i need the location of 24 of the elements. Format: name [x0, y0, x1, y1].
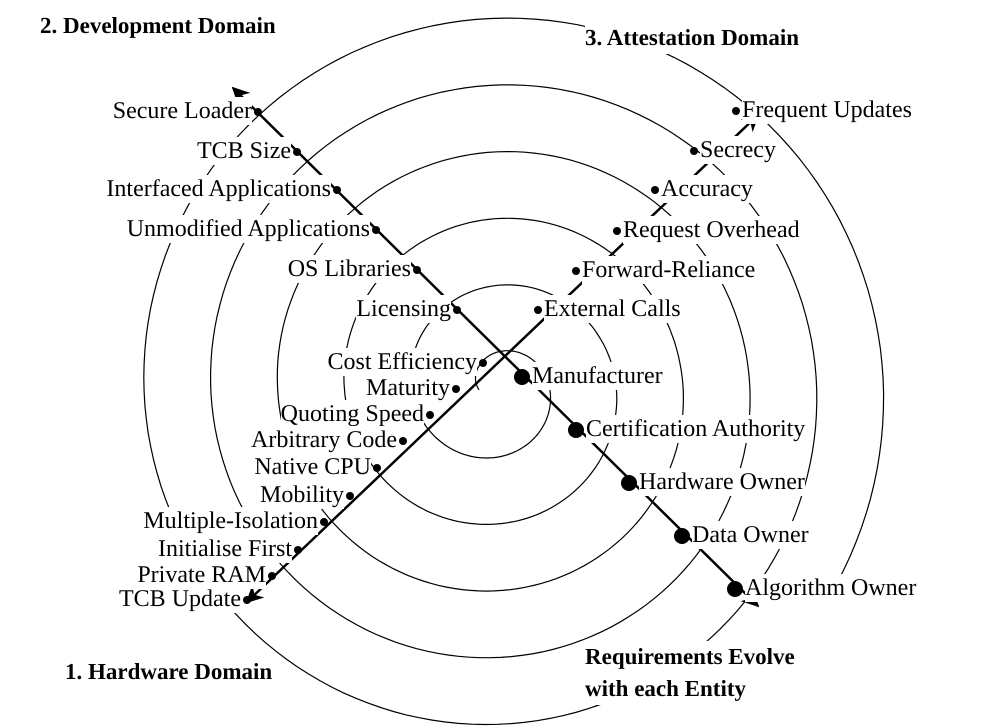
axis-label: External Calls [544, 295, 681, 323]
axis-label: Quoting Speed [280, 400, 424, 428]
axis-label: Accuracy [661, 175, 753, 203]
axis-label: Manufacturer [532, 362, 663, 390]
axis-label: Licensing [356, 295, 451, 323]
axis-label: Initialise First [158, 535, 292, 563]
axis-label: Interfaced Applications [106, 175, 331, 203]
axis-label: Secrecy [700, 136, 776, 164]
axis-label: Hardware Owner [639, 468, 805, 496]
axis-label: Mobility [260, 481, 344, 509]
axis-label: TCB Size [197, 137, 291, 165]
axis-label: Algorithm Owner [745, 574, 916, 602]
axis-label: Multiple-Isolation [143, 507, 318, 535]
axis-label: Arbitrary Code [251, 426, 397, 454]
axis-label: Data Owner [692, 521, 809, 549]
axis-label: Cost Efficiency [327, 348, 477, 376]
axis-label: Secure Loader [112, 97, 252, 125]
axis-label: OS Libraries [288, 255, 411, 283]
axis-label: Forward-Reliance [582, 256, 756, 284]
axis-label: Maturity [366, 374, 450, 402]
axis-label: Request Overhead [623, 216, 800, 244]
axis-label: Native CPU [254, 453, 371, 481]
axis-label: Unmodified Applications [126, 215, 370, 243]
axis-label: Certification Authority [586, 415, 806, 443]
